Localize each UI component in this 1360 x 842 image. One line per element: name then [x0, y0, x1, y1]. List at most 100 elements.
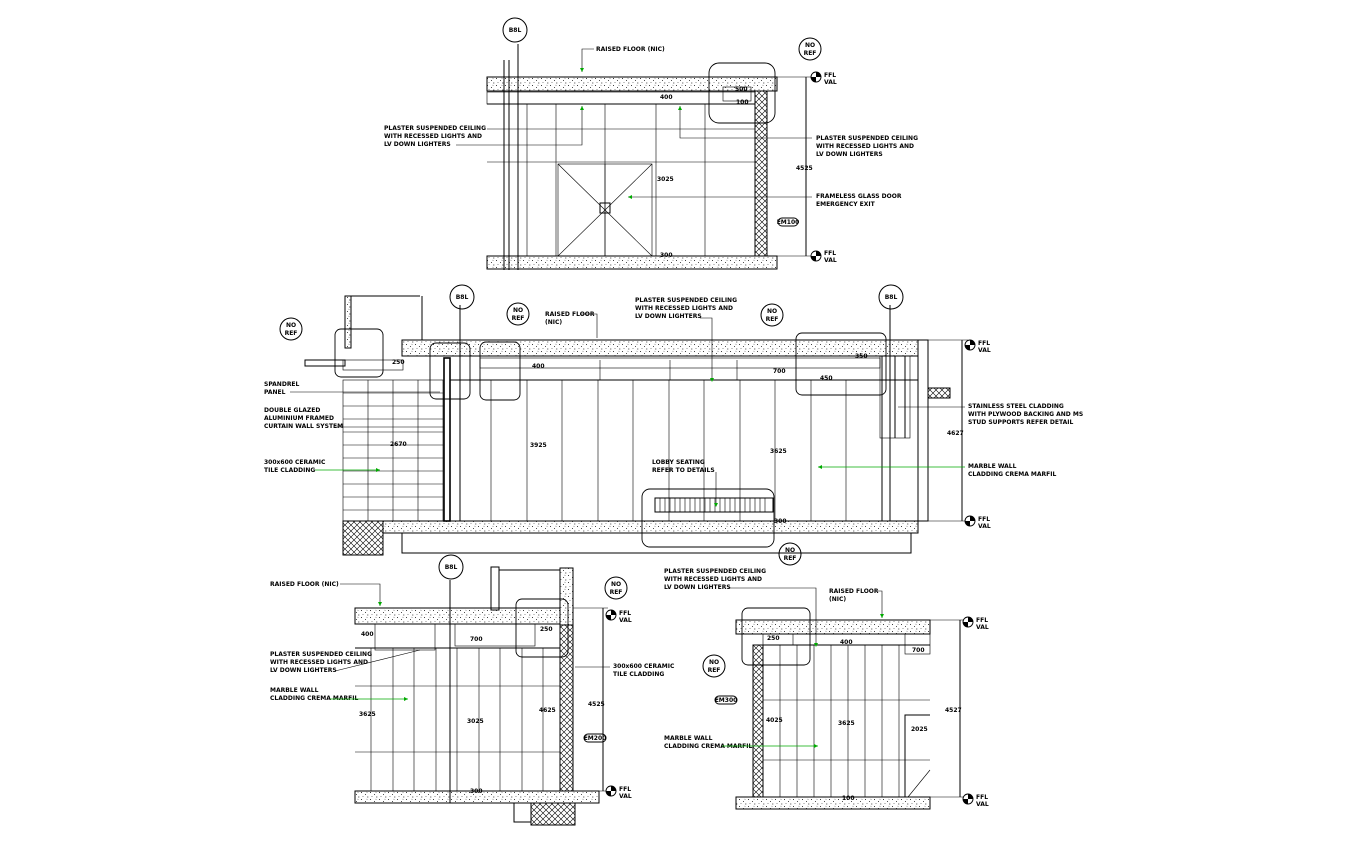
- note-text: TILE CLADDING: [264, 467, 315, 474]
- grid-bubble: [438, 554, 464, 580]
- grid-bubble-label: B8L: [456, 294, 469, 301]
- no-ref-text: REF: [766, 316, 779, 323]
- note-text: WITH RECESSED LIGHTS AND: [664, 576, 762, 583]
- ceiling-slab: [354, 607, 561, 625]
- dimension-text: 250: [540, 626, 553, 633]
- dimension-text: 400: [840, 639, 853, 646]
- dimension-text: 300: [774, 518, 787, 525]
- grid-bubble-label: B8L: [445, 564, 458, 571]
- note-text: ALUMINIUM FRAMED: [264, 415, 334, 422]
- note-text: LV DOWN LIGHTERS: [635, 313, 702, 320]
- ffl-marker: [962, 616, 974, 628]
- ffl-label: FFL: [978, 516, 990, 523]
- note-text: 300x600 CERAMIC: [264, 459, 326, 466]
- dimension-text: 400: [532, 363, 545, 370]
- hatch-block: [342, 520, 384, 556]
- spandrel-ledge: [304, 359, 346, 367]
- no-ref-bubble: [506, 302, 530, 326]
- grid-bubble: [878, 284, 904, 310]
- ffl-marker: [962, 793, 974, 805]
- dimension-text: 450: [820, 375, 833, 382]
- ffl-label: VAL: [976, 624, 989, 631]
- note-text: WITH PLYWOOD BACKING AND MS: [968, 411, 1083, 418]
- raised-floor-label: RAISED FLOOR: [545, 311, 595, 318]
- note-text: WITH RECESSED LIGHTS AND: [270, 659, 368, 666]
- dimension-text: 250: [767, 635, 780, 642]
- curtain-wall-mullion: [443, 357, 451, 522]
- no-ref-text: REF: [285, 330, 298, 337]
- dimension-text: 500: [735, 86, 748, 93]
- detail-cloud: [515, 598, 569, 658]
- equipment-tag-text: EM200: [584, 735, 607, 742]
- ffl-label: VAL: [978, 523, 991, 530]
- elevation-1: B8L NO REF FFL VAL FFL VAL RAISED FLOOR …: [384, 17, 918, 270]
- dimension-text: 300: [660, 252, 673, 259]
- lobby-seating: [654, 497, 774, 513]
- dimension-text: 4527: [945, 707, 962, 714]
- ffl-label: FFL: [976, 794, 988, 801]
- no-ref-bubble: [760, 303, 784, 327]
- wall-section: [754, 90, 768, 257]
- note-text: REFER TO DETAILS: [652, 467, 715, 474]
- dimension-text: 400: [660, 94, 673, 101]
- dimension-text: 4525: [588, 701, 605, 708]
- raised-floor-label: (NIC): [829, 596, 846, 603]
- note-text: PLASTER SUSPENDED CEILING: [635, 297, 737, 304]
- dimension-text: 4625: [539, 707, 556, 714]
- note-text: MARBLE WALL: [270, 687, 319, 694]
- note-text: PLASTER SUSPENDED CEILING: [664, 568, 766, 575]
- note-text: LOBBY SEATING: [652, 459, 705, 466]
- raised-floor-label: RAISED FLOOR: [829, 588, 879, 595]
- wall-section: [752, 644, 764, 798]
- dimension-text: 4525: [796, 165, 813, 172]
- dimension-text: 3925: [530, 442, 547, 449]
- note-text: PLASTER SUSPENDED CEILING: [270, 651, 372, 658]
- note-text: CURTAIN WALL SYSTEM: [264, 423, 343, 430]
- dimension-text: 700: [912, 647, 925, 654]
- dimension-text: 3625: [838, 720, 855, 727]
- detail-cloud: [741, 607, 811, 666]
- dimension-text: 3625: [359, 711, 376, 718]
- note-text: PLASTER SUSPENDED CEILING: [816, 135, 918, 142]
- raised-floor-slab: [486, 76, 778, 92]
- ffl-label: VAL: [976, 801, 989, 808]
- ffl-label: FFL: [978, 340, 990, 347]
- no-ref-bubble: [279, 317, 303, 341]
- elevation-3: B8L NO REF FFL VAL FFL VAL RAISED FLOOR …: [270, 554, 675, 826]
- dimension-text: 2670: [390, 441, 407, 448]
- floor-slab: [342, 520, 919, 534]
- equipment-tag: [583, 733, 607, 743]
- equipment-tag-text: EM100: [777, 219, 800, 226]
- ffl-marker: [810, 71, 822, 83]
- floor-slab: [735, 796, 931, 810]
- note-text: PLASTER SUSPENDED CEILING: [384, 125, 486, 132]
- equipment-tag: [714, 695, 738, 705]
- note-text: WITH RECESSED LIGHTS AND: [635, 305, 733, 312]
- note-text: LV DOWN LIGHTERS: [664, 584, 731, 591]
- ceiling-slab: [735, 619, 931, 635]
- no-ref-bubble: [702, 654, 726, 678]
- grid-bubble: [449, 284, 475, 310]
- dimension-text: 250: [392, 359, 405, 366]
- grid-bubble-label: B8L: [509, 27, 522, 34]
- no-ref-text: REF: [784, 555, 797, 562]
- detail-cloud: [334, 328, 384, 378]
- note-text: CLADDING CREMA MARFIL: [968, 471, 1056, 478]
- dimension-text: 100: [736, 99, 749, 106]
- ffl-label: VAL: [824, 257, 837, 264]
- dimension-text: 100: [842, 795, 855, 802]
- dimension-text: 350: [855, 353, 868, 360]
- no-ref-text: NO: [611, 581, 621, 588]
- grid-bubble-label: B8L: [885, 294, 898, 301]
- detail-cloud: [795, 332, 887, 396]
- no-ref-text: NO: [767, 308, 777, 315]
- dimension-text: 700: [470, 636, 483, 643]
- raised-floor-label: (NIC): [545, 319, 562, 326]
- note-text: PANEL: [264, 389, 286, 396]
- note-text: LV DOWN LIGHTERS: [270, 667, 337, 674]
- note-text: DOUBLE GLAZED: [264, 407, 320, 414]
- dimension-text: 2025: [911, 726, 928, 733]
- note-text: CLADDING CREMA MARFIL: [270, 695, 358, 702]
